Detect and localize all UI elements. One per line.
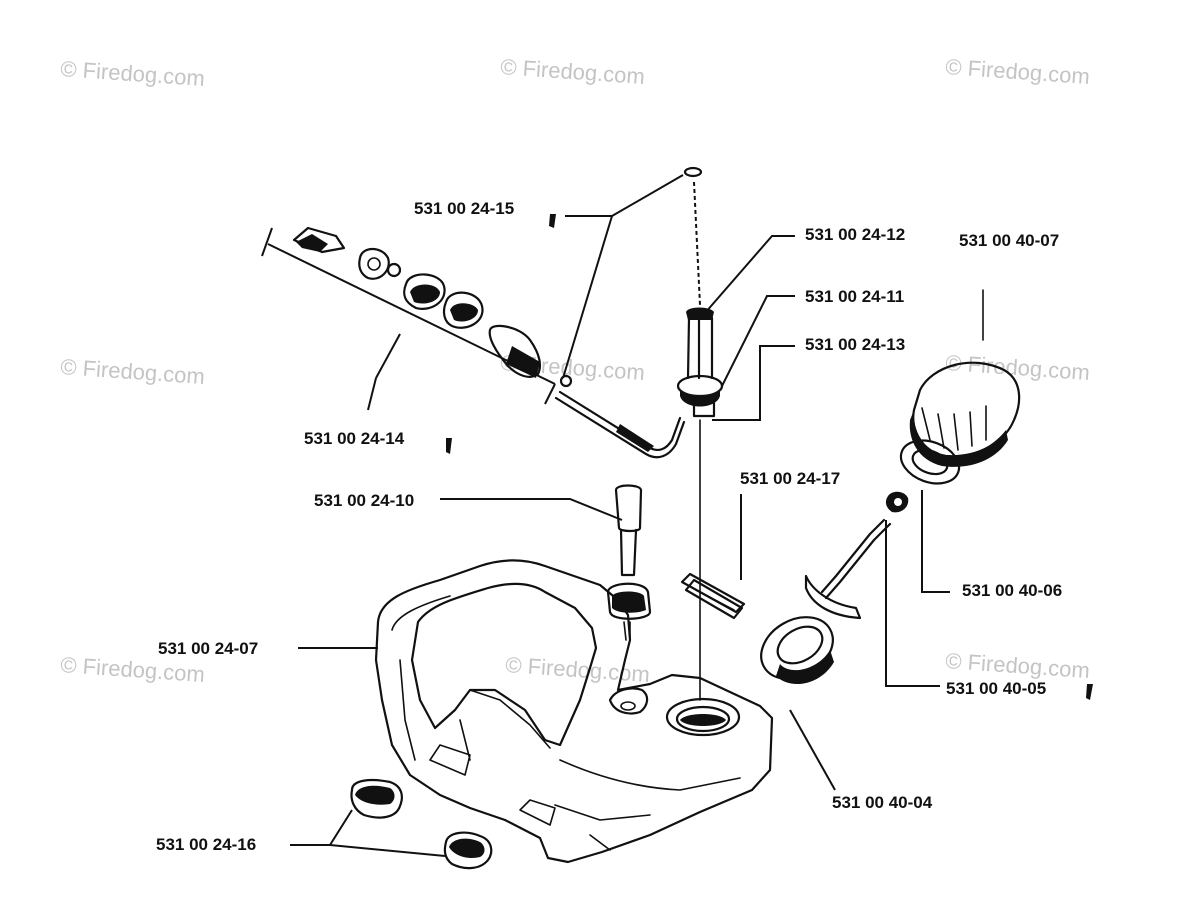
label-531-00-40-04: 531 00 40-04 [832, 793, 933, 812]
leader-lines [290, 174, 950, 857]
vent-assembly [554, 166, 724, 701]
label-531-00-24-16: 531 00 24-16 [156, 835, 256, 854]
cap-retainer [760, 491, 909, 685]
label-531-00-24-11: 531 00 24-11 [805, 287, 904, 306]
label-531-00-24-13: 531 00 24-13 [805, 335, 905, 354]
label-531-00-40-06: 531 00 40-06 [962, 581, 1062, 600]
label-531-00-24-15: 531 00 24-15 [414, 199, 514, 218]
hose-kit [261, 226, 556, 411]
label-531-00-40-05: 531 00 40-05 [946, 679, 1046, 698]
watermark: © Firedog.com [945, 648, 1091, 683]
rubber-feet [350, 779, 493, 870]
label-531-00-40-07: 531 00 40-07 [959, 231, 1059, 250]
watermark: © Firedog.com [60, 354, 206, 389]
label-531-00-24-17: 531 00 24-17 [740, 469, 840, 488]
fuel-cap [899, 289, 1021, 485]
scan-artifacts [446, 214, 1093, 700]
label-531-00-24-12: 531 00 24-12 [805, 225, 905, 244]
label-531-00-24-10: 531 00 24-10 [314, 491, 414, 510]
watermark: © Firedog.com [945, 350, 1091, 385]
watermark: © Firedog.com [60, 56, 206, 91]
watermark: © Firedog.com [505, 652, 651, 687]
watermark: © Firedog.com [500, 54, 646, 89]
fuel-filter [606, 484, 652, 641]
gasket-plate [680, 572, 746, 620]
label-531-00-24-14: 531 00 24-14 [304, 429, 405, 448]
label-531-00-24-07: 531 00 24-07 [158, 639, 258, 658]
part-labels: 531 00 24-15 531 00 24-12 531 00 40-07 5… [156, 199, 1062, 854]
watermark: © Firedog.com [945, 54, 1091, 89]
